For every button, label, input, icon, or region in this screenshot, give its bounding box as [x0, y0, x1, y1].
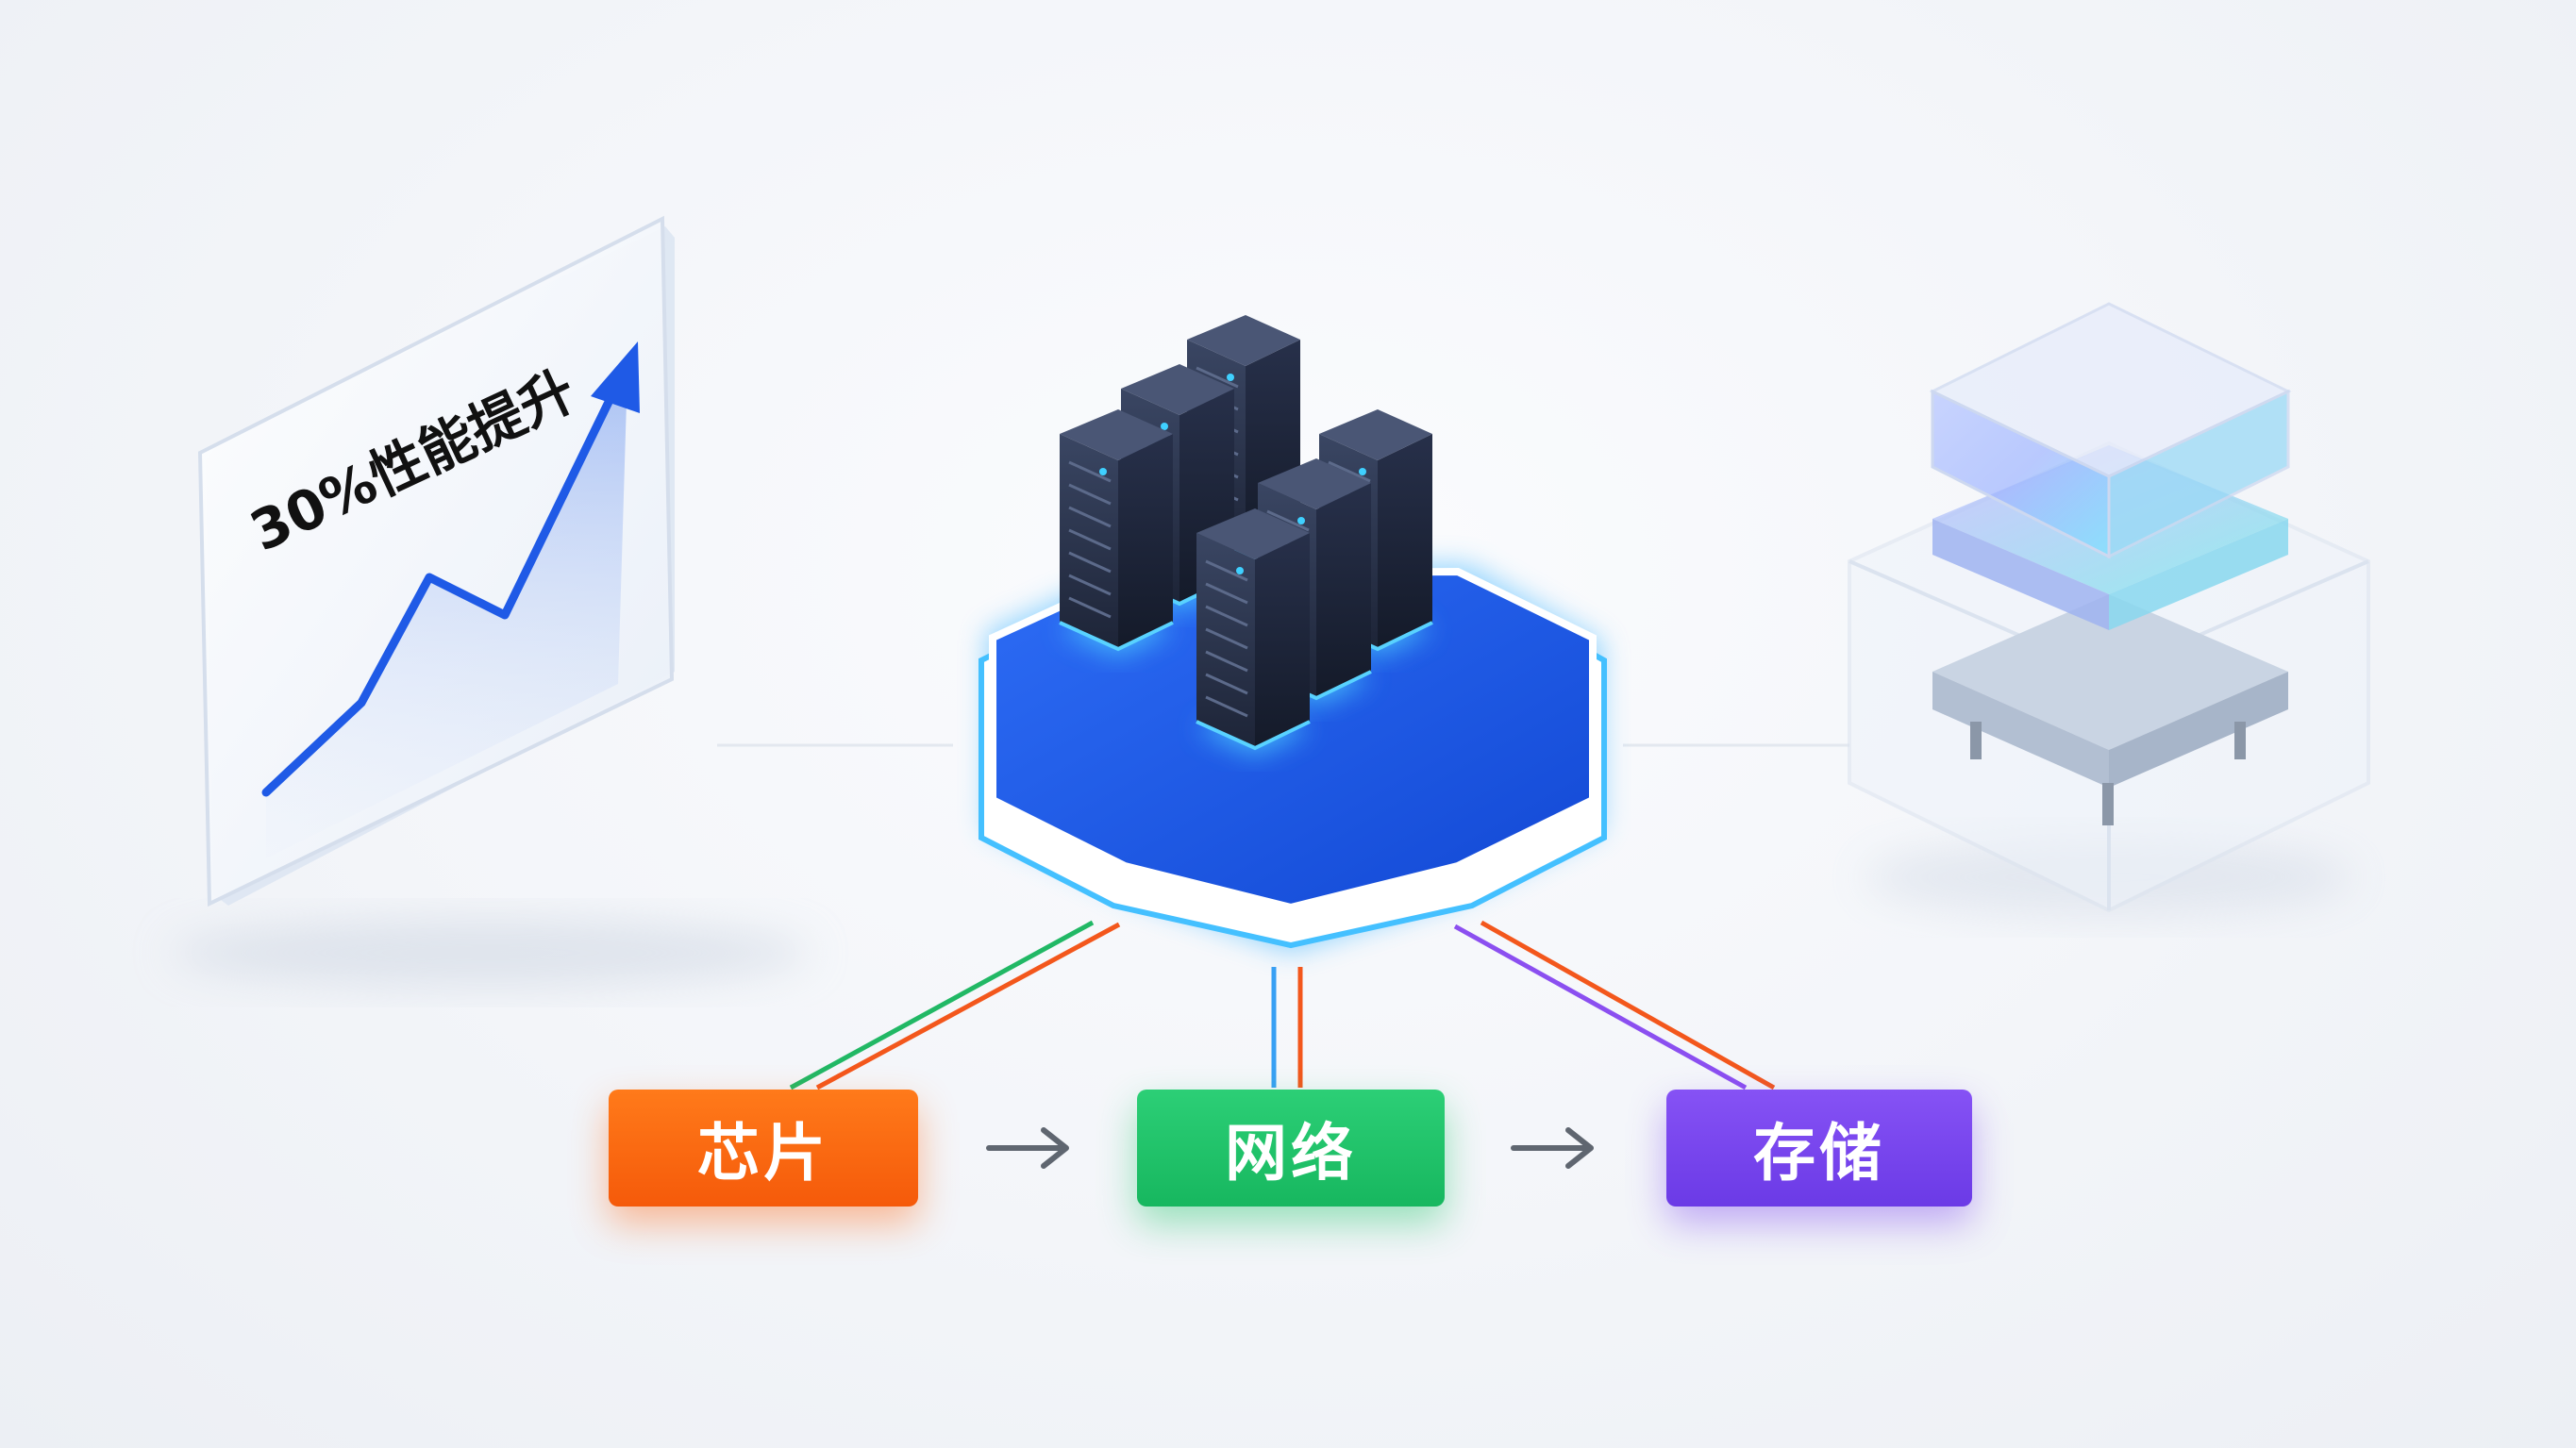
- server-rack: [1059, 409, 1174, 657]
- pipeline-arrow-1: [986, 1127, 1069, 1169]
- trend-arrow-head: [591, 341, 640, 413]
- step-chip-button[interactable]: 芯片: [609, 1090, 918, 1207]
- glass-storage-stack: [1848, 302, 2370, 915]
- chart-panel: [170, 215, 811, 987]
- step-storage-button[interactable]: 存储: [1666, 1090, 1972, 1207]
- server-hub: [979, 564, 1607, 953]
- step-chip-label: 芯片: [697, 1117, 829, 1190]
- trend-area: [266, 370, 627, 858]
- server-rack-cluster: [1059, 315, 1433, 756]
- connector-lines: [789, 920, 1776, 1090]
- pipeline-arrow-2: [1511, 1127, 1594, 1169]
- server-rack: [1196, 508, 1311, 756]
- step-storage-label: 存储: [1753, 1117, 1885, 1190]
- trend-line: [261, 391, 616, 797]
- step-network-label: 网络: [1225, 1117, 1357, 1190]
- step-network-button[interactable]: 网络: [1137, 1090, 1445, 1207]
